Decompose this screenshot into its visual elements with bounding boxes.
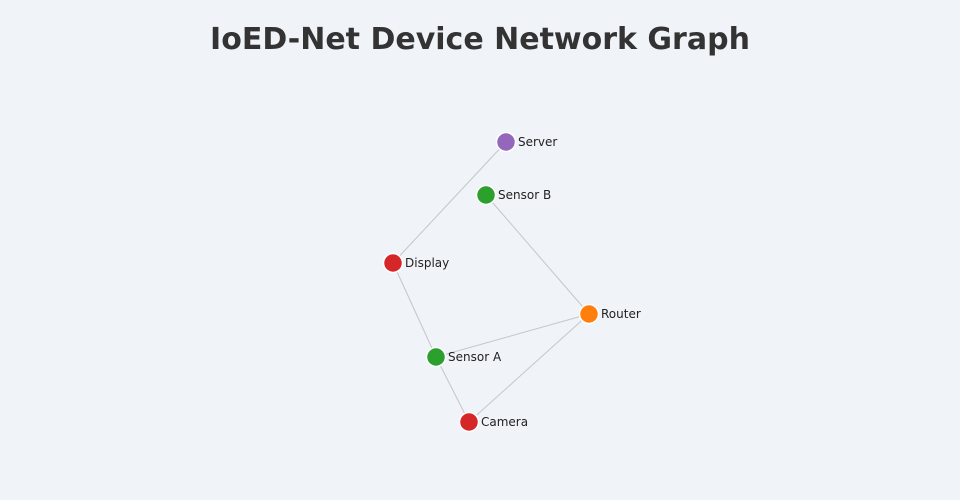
edge-sensorB-router <box>485 194 590 315</box>
node-label: Display <box>405 256 449 270</box>
node-router[interactable]: Router <box>578 303 641 325</box>
node-label: Sensor A <box>448 350 502 364</box>
edge-camera-router <box>468 313 590 423</box>
edge-display-sensorA <box>392 262 437 358</box>
node-sensorA[interactable]: Sensor A <box>425 346 502 368</box>
node-label: Server <box>518 135 557 149</box>
node-circle[interactable] <box>382 252 404 274</box>
page-title: IoED-Net Device Network Graph <box>210 22 750 57</box>
node-circle[interactable] <box>578 303 600 325</box>
edges-layer <box>392 141 590 423</box>
edge-sensorA-camera <box>435 356 470 423</box>
node-server[interactable]: Server <box>495 131 558 153</box>
edge-sensorA-router <box>435 313 590 358</box>
node-camera[interactable]: Camera <box>458 411 529 433</box>
node-circle[interactable] <box>425 346 447 368</box>
node-circle[interactable] <box>475 184 497 206</box>
node-circle[interactable] <box>495 131 517 153</box>
node-display[interactable]: Display <box>382 252 450 274</box>
node-label: Sensor B <box>498 188 551 202</box>
node-sensorB[interactable]: Sensor B <box>475 184 552 206</box>
node-circle[interactable] <box>458 411 480 433</box>
edge-server-display <box>392 141 507 264</box>
node-label: Router <box>601 307 641 321</box>
node-label: Camera <box>481 415 528 429</box>
